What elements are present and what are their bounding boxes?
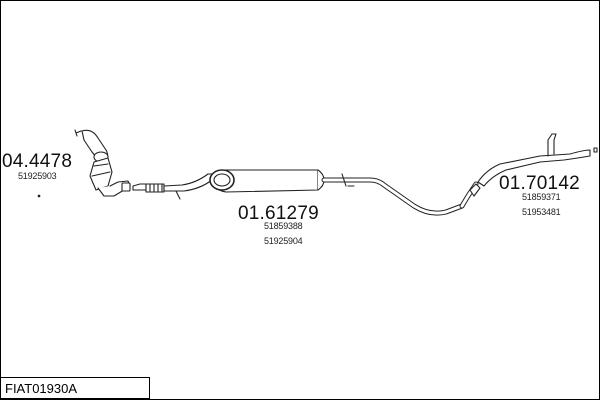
rear-part-ref-1: 51859371 [522,192,561,202]
middle-part-ref-2: 51925904 [264,236,303,246]
diagram-title-box: FIAT01930A [0,377,150,399]
front-part-number: 04.4478 [2,151,73,172]
front-part-ref: 51925903 [18,171,57,181]
middle-part-ref-1: 51859388 [264,221,303,231]
middle-part-number: 01.61279 [238,203,319,224]
middle-silencer [209,169,465,216]
front-catalytic-converter [37,129,213,200]
rear-tail-pipe [459,133,598,209]
rear-part-ref-2: 51953481 [522,207,561,217]
diagram-title: FIAT01930A [5,381,78,396]
rear-part-number: 01.70142 [499,173,580,194]
